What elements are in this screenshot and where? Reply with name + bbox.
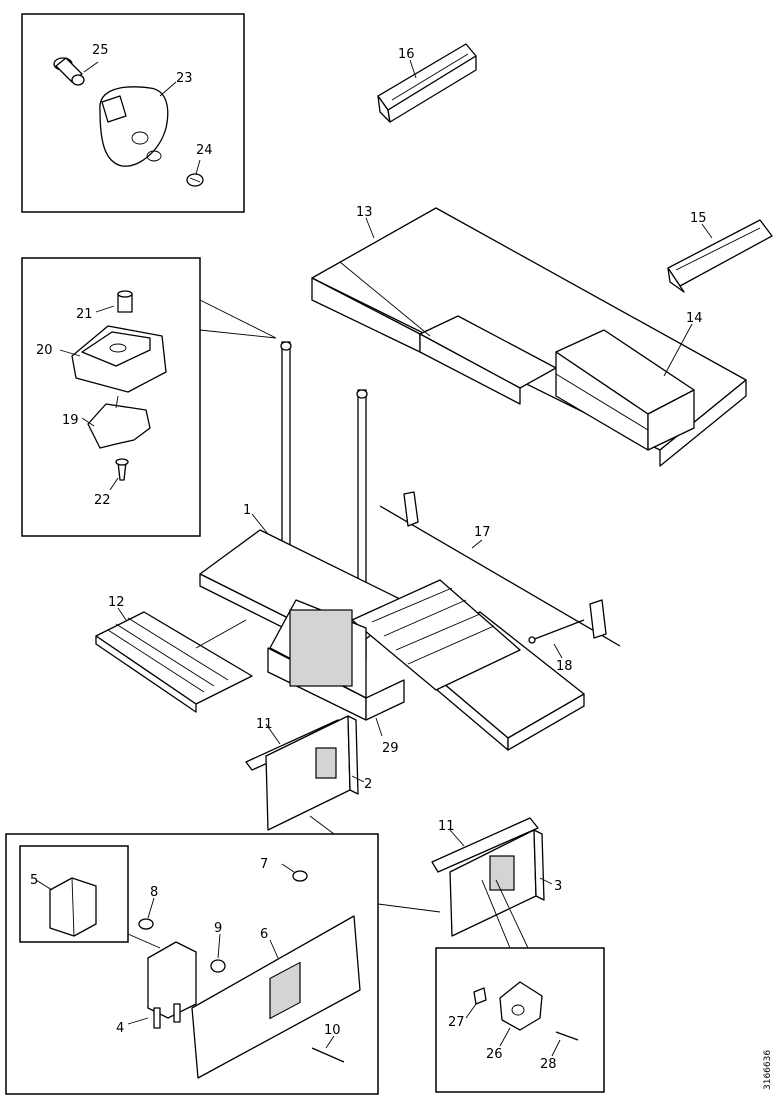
part-11-lower-rail <box>431 817 539 873</box>
callout-4: 4 <box>116 1021 124 1036</box>
part-28-screw <box>555 1031 579 1041</box>
inset-box-part-5 <box>19 845 129 943</box>
inset-box-bottom-left <box>5 833 379 1095</box>
part-9-nut <box>210 959 226 973</box>
callout-14: 14 <box>686 311 703 326</box>
part-6-cover-plate <box>191 915 361 1079</box>
callout-26: 26 <box>486 1047 503 1062</box>
callout-24: 24 <box>196 143 213 158</box>
callout-2: 2 <box>364 777 372 792</box>
callout-9: 9 <box>214 921 222 936</box>
callout-20: 20 <box>36 343 53 358</box>
part-29-grid-frame <box>267 599 405 721</box>
part-4-latch-assembly <box>127 933 197 1029</box>
part-1-main-tray <box>199 529 585 751</box>
callout-3: 3 <box>554 879 562 894</box>
callout-13: 13 <box>356 205 373 220</box>
callout-29: 29 <box>382 741 399 756</box>
part-8-screw <box>138 918 154 930</box>
callout-28: 28 <box>540 1057 557 1072</box>
part-15-cover <box>667 219 773 293</box>
part-10-screw <box>311 1047 345 1063</box>
part-3-side-panel <box>449 829 545 937</box>
callout-12: 12 <box>108 595 125 610</box>
callout-labels: 1 2 3 4 5 6 7 8 9 10 11 11 12 13 14 15 1… <box>30 43 707 1072</box>
callout-21: 21 <box>76 307 93 322</box>
callout-17: 17 <box>474 525 491 540</box>
inset-box-top-left <box>21 13 245 213</box>
callout-10: 10 <box>324 1023 341 1038</box>
callout-5: 5 <box>30 873 38 888</box>
inset-box-left <box>21 257 201 537</box>
callout-15: 15 <box>690 211 707 226</box>
callout-8: 8 <box>150 885 158 900</box>
callout-6: 6 <box>260 927 268 942</box>
callout-11a: 11 <box>256 717 273 732</box>
callout-7: 7 <box>260 857 268 872</box>
part-22-screw <box>115 458 129 481</box>
part-23-lever-arm <box>99 86 169 167</box>
callout-18: 18 <box>556 659 573 674</box>
part-25-bushing <box>53 57 85 86</box>
callout-22: 22 <box>94 493 111 508</box>
part-21-pin <box>117 290 133 313</box>
inset-box-bottom-right <box>435 947 605 1093</box>
part-5-clip <box>49 877 97 937</box>
part-16-cover <box>377 43 477 123</box>
document-id: 3166636 <box>763 1050 773 1090</box>
callout-16: 16 <box>398 47 415 62</box>
callout-23: 23 <box>176 71 193 86</box>
part-2-side-panel <box>265 715 359 831</box>
part-12-tray-insert <box>95 611 253 713</box>
part-17-shaft <box>379 491 621 647</box>
part-20-holder <box>71 325 167 393</box>
part-14-block <box>555 329 695 451</box>
callout-1: 1 <box>243 503 251 518</box>
callout-19: 19 <box>62 413 79 428</box>
callout-25: 25 <box>92 43 109 58</box>
callout-11b: 11 <box>438 819 455 834</box>
part-18-pin <box>528 619 585 644</box>
part-19-bracket <box>87 395 151 449</box>
callout-27: 27 <box>448 1015 465 1030</box>
part-7-screw <box>292 870 308 882</box>
part-26-bracket <box>499 981 543 1031</box>
part-24-screw <box>186 173 204 187</box>
part-27-plate <box>473 987 487 1005</box>
